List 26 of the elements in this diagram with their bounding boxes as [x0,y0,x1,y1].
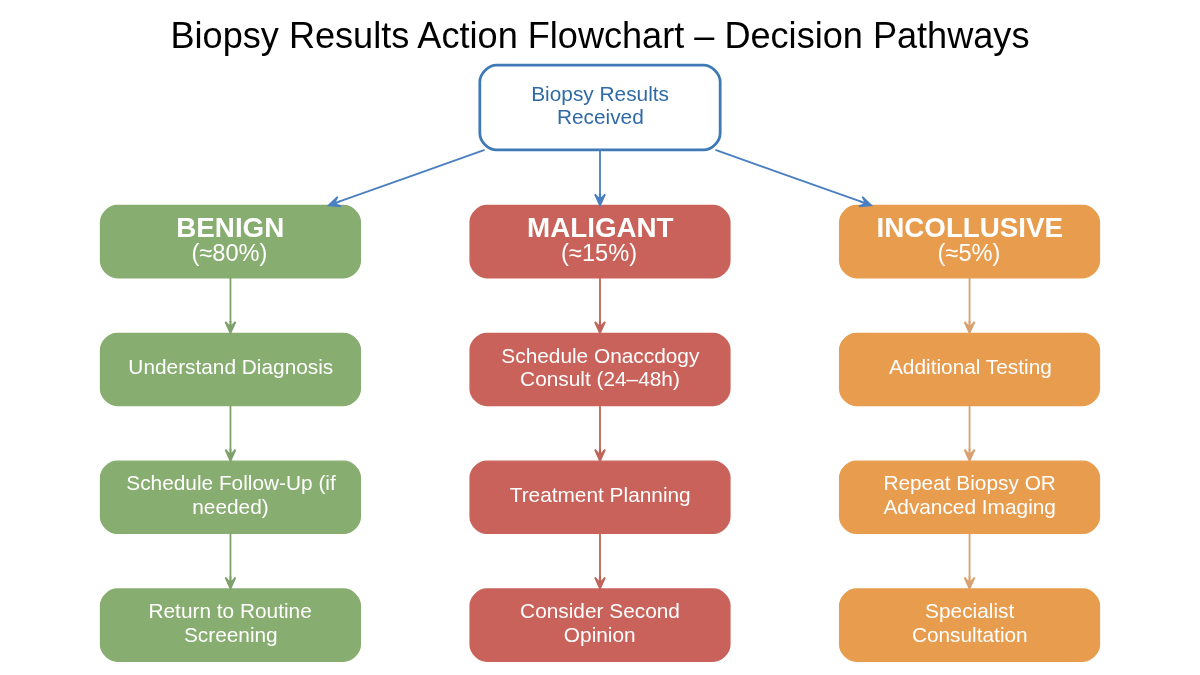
arrow [963,532,976,590]
node-box: INCOLLUSIVE (≈5%) [838,204,1101,279]
arrow [224,404,237,462]
node-box: Treatment Planning [469,460,731,535]
node-box: Repeat Biopsy OR Advanced Imaging [838,460,1101,535]
node-box: Schedule Onaccdogy Consult (24–48h) [469,332,731,407]
node-box: Return to Routine Screening [99,588,362,662]
arrow [963,276,976,334]
node-box: Additional Testing [838,332,1101,407]
node-box: BENIGN (≈80%) [99,204,362,279]
node-box: Understand Diagnosis [99,332,362,407]
arrow [963,404,976,462]
arrow [594,276,606,334]
arrow [327,149,486,208]
arrow [714,149,873,208]
arrow [224,532,237,590]
diagram-title: Biopsy Results Action Flowchart – Decision Pathways [170,15,1030,57]
arrow [594,149,606,207]
arrow [594,532,606,590]
node-box: MALIGANT (≈15%) [469,204,731,279]
node-box: Consider Second Opinion [469,588,731,662]
node-box: Biopsy Results Received [478,63,722,152]
node-box: Schedule Follow-Up (if needed) [99,460,362,535]
node-box: Specialist Consultation [838,588,1101,662]
arrow [224,276,237,334]
arrow [594,404,606,462]
